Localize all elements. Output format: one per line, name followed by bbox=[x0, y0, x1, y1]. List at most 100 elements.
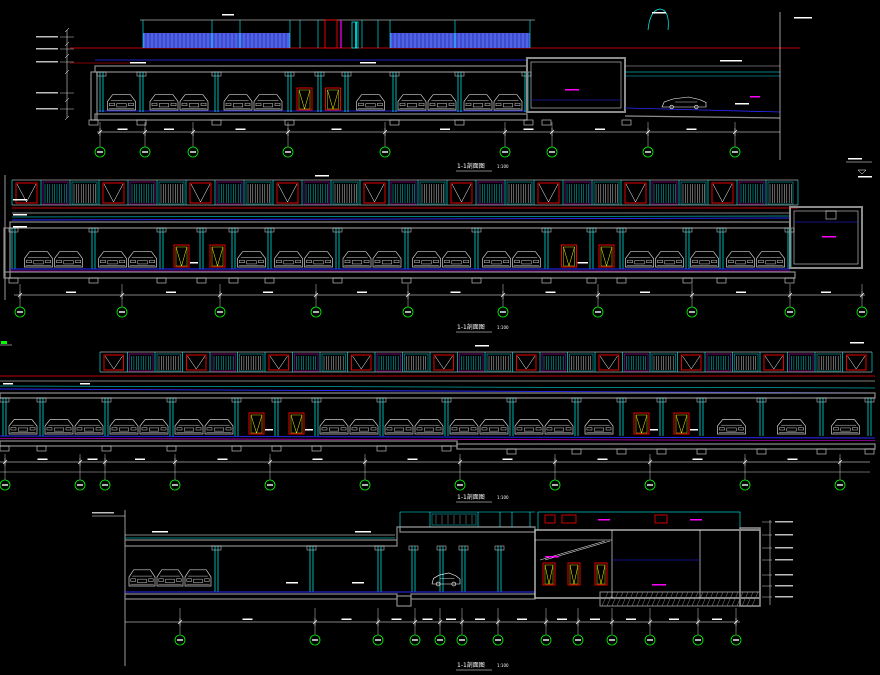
dimension-tick bbox=[64, 69, 70, 75]
text-mark bbox=[13, 199, 27, 201]
car-body bbox=[8, 419, 38, 435]
window-bay bbox=[69, 180, 98, 205]
car bbox=[372, 251, 402, 268]
car-headlight bbox=[435, 427, 442, 431]
beam-drop bbox=[696, 397, 707, 403]
car-body bbox=[107, 94, 136, 111]
roof-hatch-band bbox=[390, 33, 530, 48]
window-bay bbox=[209, 352, 236, 372]
beam-drop bbox=[271, 397, 282, 403]
window-bay bbox=[649, 352, 676, 372]
car-body bbox=[690, 251, 719, 268]
car-grille bbox=[328, 427, 340, 432]
window-bay bbox=[264, 352, 289, 372]
foundation-hatch bbox=[751, 591, 759, 607]
footing bbox=[8, 277, 19, 284]
car bbox=[109, 419, 139, 435]
foundation-hatch bbox=[741, 591, 749, 607]
car-wheel bbox=[694, 104, 699, 110]
column bbox=[696, 397, 707, 436]
axis-marker bbox=[174, 608, 186, 646]
elevation-marker bbox=[857, 169, 867, 175]
car-body bbox=[372, 251, 402, 268]
door bbox=[248, 412, 265, 435]
text-mark bbox=[80, 383, 90, 385]
floor-finish-line bbox=[0, 435, 876, 439]
footing bbox=[376, 445, 387, 452]
footing bbox=[621, 119, 632, 126]
column bbox=[228, 227, 239, 269]
axis-label-mark bbox=[500, 311, 506, 313]
car-headlight bbox=[128, 102, 134, 106]
upper-core-opening bbox=[544, 514, 556, 524]
car-headlight bbox=[533, 259, 539, 264]
dimension-tick bbox=[64, 53, 70, 59]
window-bay bbox=[814, 352, 841, 372]
ramp-slope-line bbox=[624, 107, 781, 113]
window-bay bbox=[765, 180, 794, 205]
axis-marker bbox=[856, 284, 868, 318]
louver-frame bbox=[245, 181, 272, 205]
window-bay bbox=[594, 352, 619, 372]
foundation-hatch bbox=[686, 591, 694, 607]
beam-drop bbox=[616, 227, 627, 233]
footing bbox=[101, 445, 112, 452]
car-body bbox=[44, 419, 74, 435]
axis-marker bbox=[546, 122, 558, 158]
car-grille bbox=[213, 427, 225, 432]
axis-bubble bbox=[214, 306, 226, 318]
car-grille bbox=[33, 260, 44, 265]
car-headlight bbox=[393, 259, 400, 264]
text-mark bbox=[36, 92, 58, 94]
door-swing-line bbox=[211, 246, 224, 267]
footing bbox=[264, 277, 275, 284]
column bbox=[0, 397, 10, 436]
car-headlight bbox=[141, 427, 148, 431]
axis-label-mark bbox=[787, 311, 793, 313]
car-body bbox=[174, 419, 204, 435]
axis-label-mark bbox=[495, 639, 501, 641]
car-headlight bbox=[276, 259, 282, 264]
door-frame bbox=[673, 412, 690, 435]
text-mark bbox=[263, 291, 273, 293]
beam-drop bbox=[436, 545, 447, 551]
car-body bbox=[204, 419, 234, 435]
text-mark bbox=[217, 458, 228, 460]
beam-drop bbox=[401, 227, 412, 233]
car-body bbox=[253, 94, 283, 111]
door-frame bbox=[561, 244, 577, 268]
door bbox=[673, 412, 690, 435]
car-headlight bbox=[200, 102, 207, 106]
window-frame bbox=[681, 354, 702, 371]
car-body bbox=[397, 94, 427, 111]
axis-bubble bbox=[642, 146, 654, 158]
text-mark bbox=[652, 12, 666, 14]
foundation-hatch bbox=[621, 591, 629, 607]
car bbox=[493, 94, 523, 111]
column bbox=[88, 227, 99, 269]
window-frame bbox=[450, 182, 473, 204]
column bbox=[211, 71, 222, 112]
car-body bbox=[356, 94, 385, 111]
text-mark bbox=[407, 458, 418, 460]
beam-drop bbox=[458, 545, 469, 551]
axis-label-mark bbox=[405, 311, 411, 313]
car-headlight bbox=[119, 259, 125, 264]
window-swing-line bbox=[517, 355, 536, 370]
car-headlight bbox=[306, 259, 312, 264]
foundation-hatch bbox=[706, 591, 714, 607]
car bbox=[463, 94, 493, 111]
car-headlight bbox=[414, 259, 420, 264]
car-grille bbox=[63, 260, 74, 265]
louver-frame bbox=[651, 353, 676, 372]
text-mark bbox=[265, 429, 273, 431]
car-headlight bbox=[225, 102, 232, 106]
beam-drop bbox=[314, 71, 325, 77]
door-frame bbox=[209, 244, 226, 268]
section-4-title-block: 1-1剖面图 1:100 bbox=[456, 661, 509, 671]
car bbox=[274, 251, 303, 268]
axis-bubble bbox=[644, 479, 656, 491]
car-headlight bbox=[109, 102, 115, 106]
axis-bubble bbox=[139, 146, 151, 158]
